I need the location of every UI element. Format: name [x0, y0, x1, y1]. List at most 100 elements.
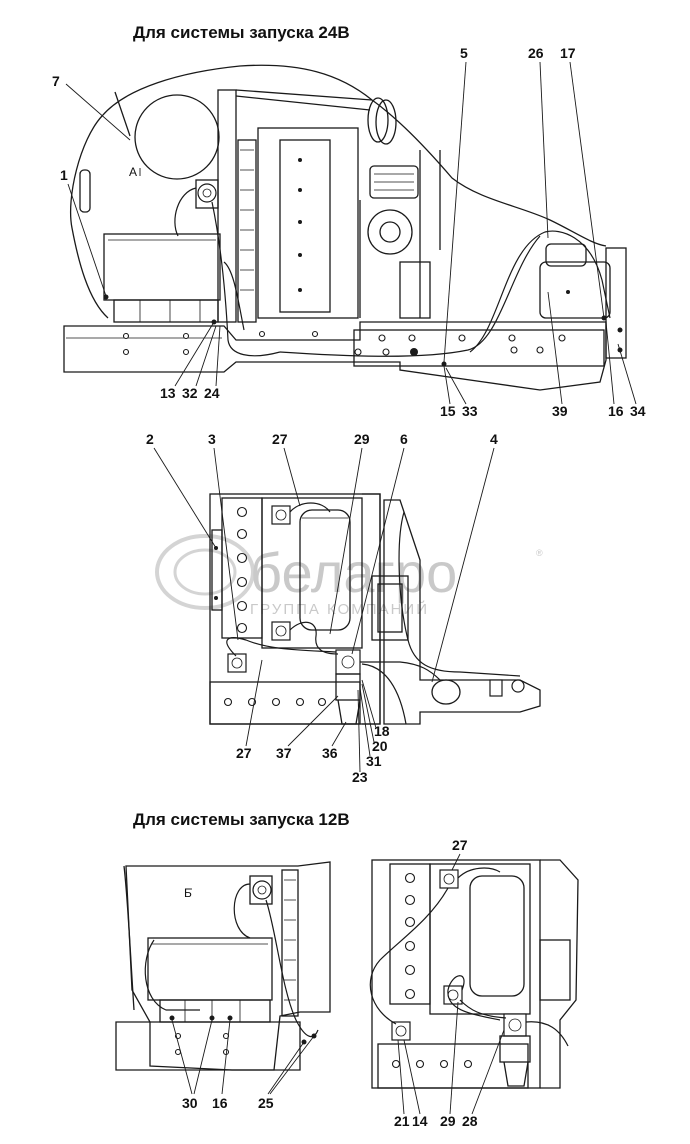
callout-20: 20	[372, 738, 388, 754]
cable-12v-battery	[233, 883, 251, 939]
callout-29: 29	[354, 431, 370, 447]
frame-rail-right	[383, 499, 541, 725]
starter-solenoid	[545, 243, 587, 267]
zone-mark-a: А	[129, 165, 137, 179]
battery-box-12v	[371, 859, 541, 1089]
cable-frame-run	[279, 235, 541, 357]
callouts-bottom: 27 30 16 25 21 14 29 28	[171, 837, 505, 1129]
callout-27-top: 27	[272, 431, 288, 447]
callout-32: 32	[182, 385, 198, 401]
hood-outline	[69, 64, 607, 319]
cable-12v-mid	[459, 999, 507, 1019]
callout-24: 24	[204, 385, 220, 401]
battery-right-block	[299, 509, 351, 631]
callout-25: 25	[258, 1095, 274, 1111]
callout-37: 37	[276, 745, 292, 761]
cable-long	[398, 511, 521, 677]
terminal-12v-bottom	[391, 1021, 411, 1041]
callout-27-bottom: 27	[236, 745, 252, 761]
left-bracket	[211, 529, 223, 611]
tray-12v-lower	[377, 1043, 529, 1089]
view-12v-top	[369, 859, 579, 1089]
callout-13: 13	[160, 385, 176, 401]
title-12v: Для системы запуска 12В	[133, 810, 350, 829]
cable-bottom-loop	[226, 637, 337, 657]
frame-12v-right	[540, 859, 579, 1089]
callout-34: 34	[630, 403, 646, 419]
callout-29-12v: 29	[440, 1113, 456, 1129]
callout-26: 26	[528, 45, 544, 61]
callout-16-12v: 16	[212, 1095, 228, 1111]
radiator-frame	[217, 89, 237, 323]
callout-14: 14	[412, 1113, 428, 1129]
callout-18: 18	[374, 723, 390, 739]
callout-31: 31	[366, 753, 382, 769]
mass-switch-24v	[197, 183, 217, 203]
chassis-12v	[115, 1021, 301, 1071]
callout-28: 28	[462, 1113, 478, 1129]
battery-tray-lower	[209, 681, 361, 725]
terminal-12v-top	[439, 869, 459, 889]
battery-tray-12v	[159, 999, 271, 1023]
cable-12v-big-loop	[369, 887, 449, 1025]
callout-15: 15	[440, 403, 456, 419]
view-12v-side: Б	[115, 861, 331, 1071]
cable-top-terminal	[289, 502, 331, 513]
view-24v-top	[209, 493, 541, 725]
callouts-middle: 2 3 27 29 6 4 27 37 36 18 20 31 23	[146, 431, 498, 785]
callout-6: 6	[400, 431, 408, 447]
callout-17: 17	[560, 45, 576, 61]
cable-mid-loop	[289, 621, 339, 655]
zone-mark-b: Б	[184, 886, 192, 900]
fan-hub	[367, 209, 413, 255]
callout-7: 7	[52, 73, 60, 89]
watermark-registered-mark: ®	[536, 548, 543, 558]
callouts-top: 7 1 5 26 17 13 32 24 15 33 39 16 34	[52, 45, 646, 419]
callout-39: 39	[552, 403, 568, 419]
battery-tray	[113, 299, 219, 323]
battery-cells-12v	[389, 863, 431, 1005]
terminal-27-top	[271, 505, 291, 525]
starter-motor	[539, 261, 611, 319]
rear-plate	[605, 247, 627, 359]
cable-to-frame	[360, 661, 441, 681]
terminal-12v-mid	[443, 985, 463, 1005]
battery-24v	[103, 233, 221, 301]
compressor	[369, 165, 419, 199]
hood-edge	[114, 91, 131, 137]
callout-3: 3	[208, 431, 216, 447]
cable-to-starter	[469, 230, 611, 353]
mass-switch-12v	[252, 880, 272, 900]
callout-21: 21	[394, 1113, 410, 1129]
mass-switch-top	[335, 649, 361, 675]
battery-12v	[147, 937, 273, 1001]
watermark-brand: белагро	[250, 541, 457, 604]
terminal-27-mid	[271, 621, 291, 641]
callout-30: 30	[182, 1095, 198, 1111]
chassis-frame	[63, 321, 607, 391]
air-filter	[134, 94, 220, 180]
callout-16: 16	[608, 403, 624, 419]
callout-23: 23	[352, 769, 368, 785]
cable-12v-long	[265, 899, 319, 1038]
mass-switch-12v-top	[503, 1013, 527, 1037]
pulley	[367, 97, 389, 143]
callout-5: 5	[460, 45, 468, 61]
callout-4: 4	[490, 431, 498, 447]
callout-1: 1	[60, 167, 68, 183]
hood-outline-12v	[125, 861, 331, 1071]
callout-36: 36	[322, 745, 338, 761]
cable-switch-down	[211, 201, 281, 357]
watermark-logo: белагро ГРУППА КОМПАНИЙ ®	[155, 534, 543, 618]
callout-33: 33	[462, 403, 478, 419]
callout-27-12v: 27	[452, 837, 468, 853]
side-vent	[79, 169, 91, 213]
callout-2: 2	[146, 431, 154, 447]
frame-rail	[353, 329, 605, 367]
cooling-core	[257, 127, 359, 319]
cable-12v-loop	[144, 939, 200, 1011]
terminal-27-bottom	[227, 653, 247, 673]
cable-battery-to-switch	[174, 187, 197, 237]
watermark-subtitle: ГРУППА КОМПАНИЙ	[250, 600, 429, 618]
